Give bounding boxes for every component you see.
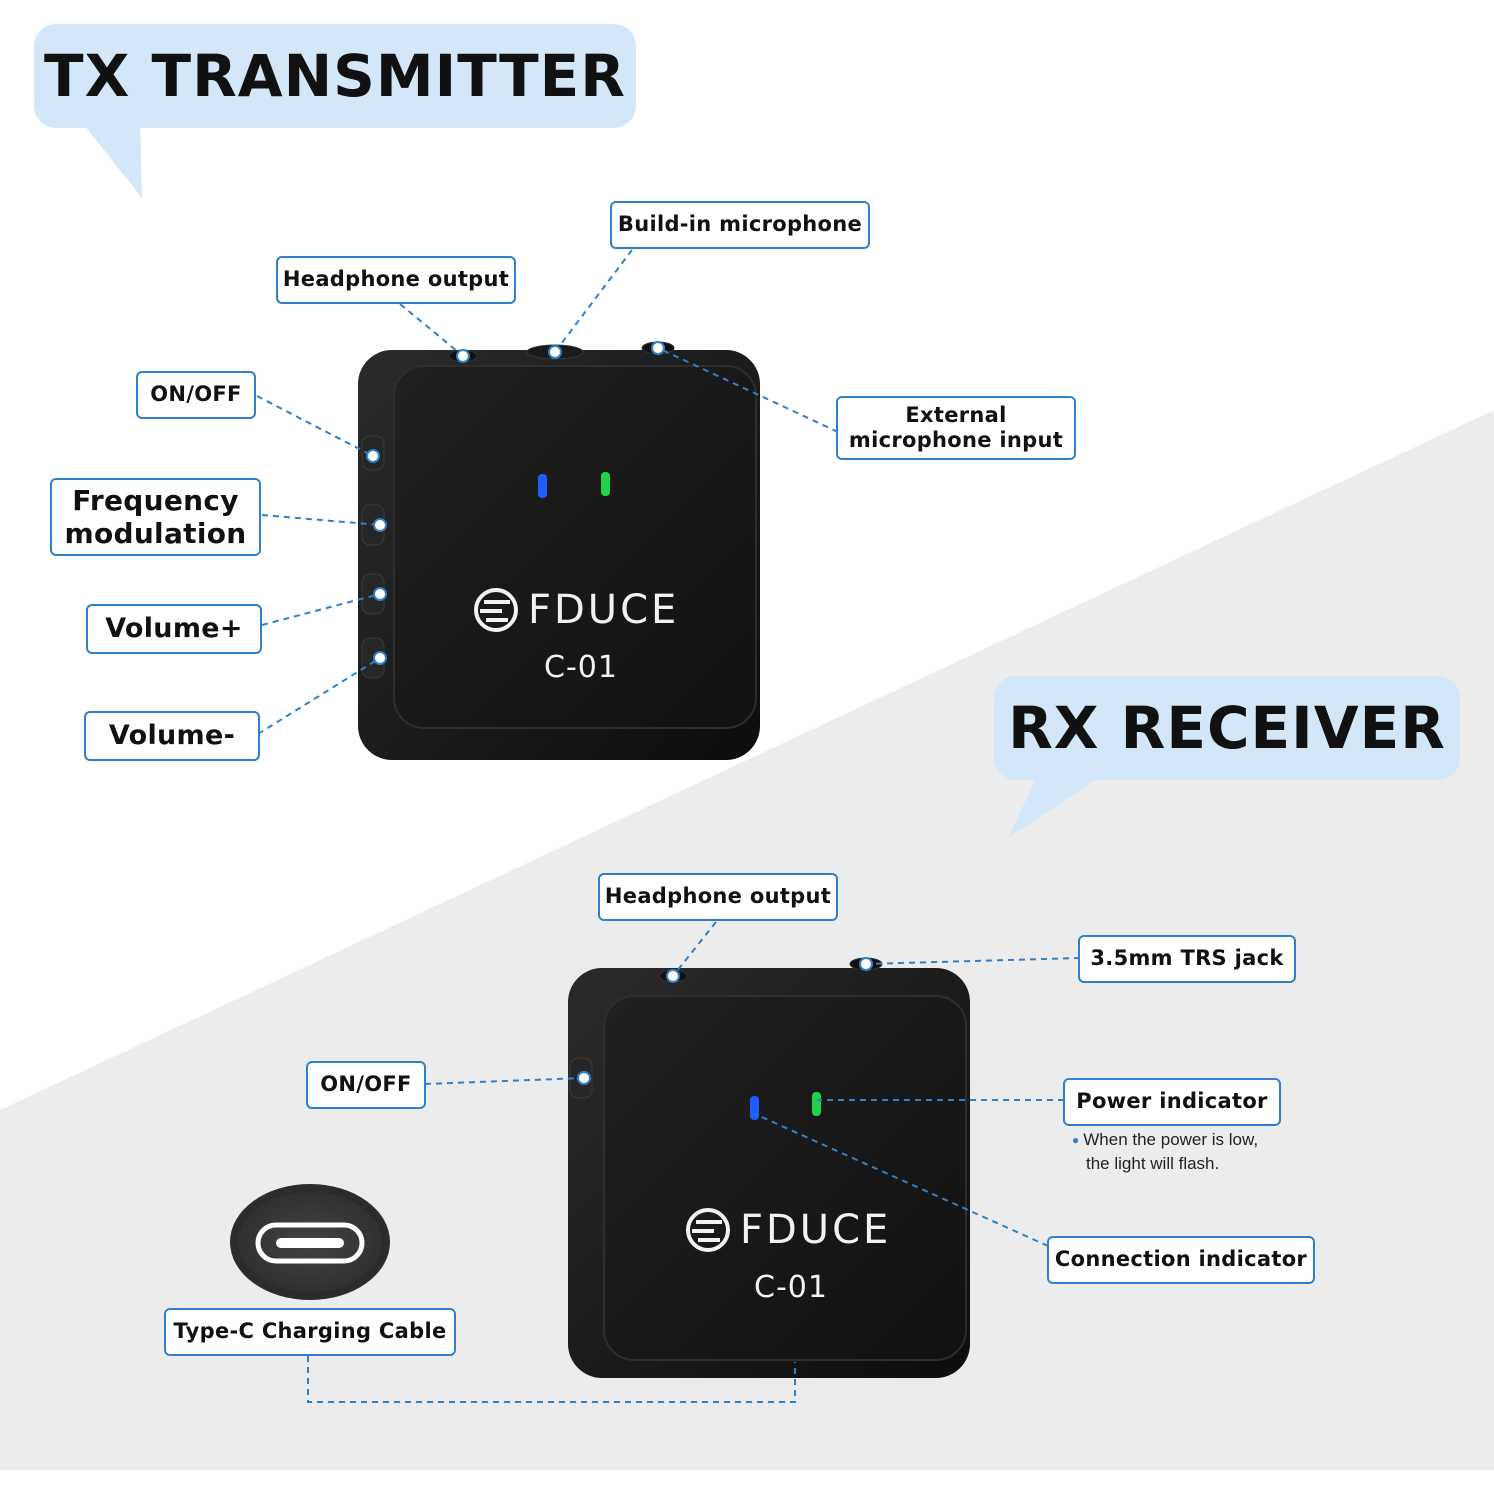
rx-connection-indicator-text: Connection indicator [1054,1247,1308,1272]
rx-trs-jack-label: 3.5mm TRS jack [1078,935,1296,983]
tx-onoff-label: ON/OFF [136,371,256,419]
rx-device [568,957,970,1378]
tx-external-mic-text-1: External [905,402,1007,427]
rx-leader-lines [307,921,1081,1403]
fduce-logo-icon [686,1208,730,1252]
rx-headphone-output-label: Headphone output [598,873,838,921]
tx-external-mic-text-2: microphone input [848,428,1064,452]
tx-frequency-text-1: Frequency [72,483,239,517]
rx-onoff-text: ON/OFF [320,1072,412,1097]
rx-model-text: C-01 [754,1270,828,1305]
rx-led-blue [750,1096,759,1120]
tx-onoff-text: ON/OFF [150,382,242,407]
fduce-logo-icon [474,588,518,632]
tx-frequency-label: Frequency modulation [50,478,261,556]
rx-led-green [812,1092,821,1116]
tx-bubble-tail [80,120,142,198]
rx-title: RX RECEIVER [1008,694,1446,762]
rx-power-note-text-2: the light will flash. [1086,1154,1220,1174]
tx-volume-minus-text: Volume- [108,719,236,751]
tx-brand-text: FDUCE [528,587,680,633]
rx-title-bubble: RX RECEIVER [994,676,1460,780]
tx-title-bubble: TX TRANSMITTER [34,24,636,128]
tx-volume-plus-label: Volume+ [86,604,262,654]
rx-leader-dots [577,957,873,1085]
rx-connection-indicator-label: Connection indicator [1047,1236,1315,1284]
tx-led-green [601,472,610,496]
tx-title: TX TRANSMITTER [44,42,626,110]
type-c-label: Type-C Charging Cable [164,1308,456,1356]
tx-led-blue [538,474,547,498]
rx-power-note-text-1: When the power is low, [1083,1130,1259,1149]
tx-builtin-mic-text: Build-in microphone [617,212,863,237]
tx-device [358,341,760,760]
tx-leader-lines [256,249,839,735]
rx-brand-logo: FDUCE [684,1206,891,1254]
rx-power-indicator-label: Power indicator [1063,1078,1281,1126]
rx-trs-jack-text: 3.5mm TRS jack [1090,946,1284,971]
tx-volume-plus-text: Volume+ [105,612,243,644]
tx-headphone-output-text: Headphone output [282,267,510,292]
rx-power-note: ●When the power is low, the light will f… [1072,1128,1258,1175]
rx-onoff-label: ON/OFF [306,1061,426,1109]
type-c-connector-icon [230,1184,390,1300]
background-gray-band [0,410,1494,1470]
rx-brand-text: FDUCE [740,1207,892,1253]
tx-brand-logo: FDUCE [472,586,679,634]
tx-headphone-output-label: Headphone output [276,256,516,304]
tx-frequency-text-2: modulation [64,517,247,550]
bullet-dot-icon: ● [1072,1133,1080,1148]
type-c-text: Type-C Charging Cable [173,1319,447,1344]
tx-external-mic-label: External microphone input [836,396,1076,460]
tx-builtin-mic-label: Build-in microphone [610,201,870,249]
rx-headphone-output-text: Headphone output [604,884,832,909]
rx-power-indicator-text: Power indicator [1076,1089,1268,1114]
tx-volume-minus-label: Volume- [84,711,260,761]
tx-model-text: C-01 [544,650,618,685]
tx-leader-dots [366,341,665,665]
rx-bubble-tail [1008,770,1110,838]
